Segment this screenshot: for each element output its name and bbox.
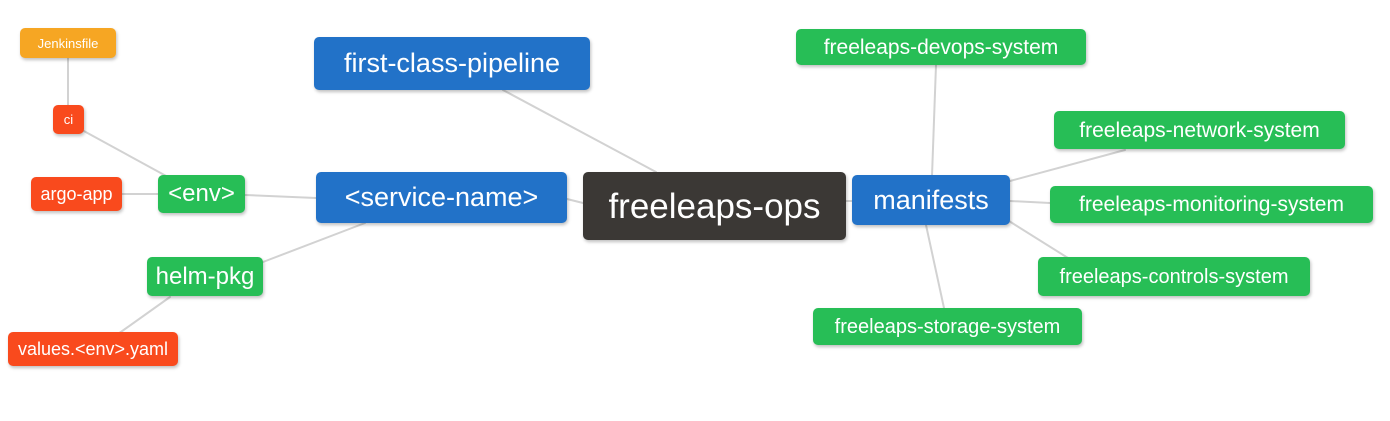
node-label: freeleaps-devops-system xyxy=(823,35,1059,59)
node-monitoring-system[interactable]: freeleaps-monitoring-system xyxy=(1050,186,1373,223)
node-label: freeleaps-ops xyxy=(608,186,821,226)
node-manifests[interactable]: manifests xyxy=(852,175,1010,225)
node-label: freeleaps-storage-system xyxy=(834,315,1061,338)
node-label: values.<env>.yaml xyxy=(17,339,169,359)
edge-helm-pkg-service-name xyxy=(262,222,366,263)
edge-manifests-network-system xyxy=(1009,149,1126,182)
edge-manifests-controls-system xyxy=(1008,220,1069,259)
node-helm-pkg[interactable]: helm-pkg xyxy=(147,257,263,296)
edge-manifests-devops-system xyxy=(931,64,937,177)
node-label: freeleaps-monitoring-system xyxy=(1079,193,1344,216)
node-label: <env> xyxy=(168,180,235,207)
node-label: manifests xyxy=(873,184,989,215)
node-storage-system[interactable]: freeleaps-storage-system xyxy=(813,308,1082,345)
node-argo-app[interactable]: argo-app xyxy=(31,177,122,211)
node-service-name[interactable]: <service-name> xyxy=(316,172,567,223)
node-label: ci xyxy=(63,112,74,127)
edge-env-service-name xyxy=(244,194,317,199)
node-values-env-yaml[interactable]: values.<env>.yaml xyxy=(8,332,178,366)
node-label: freeleaps-network-system xyxy=(1079,118,1320,142)
node-network-system[interactable]: freeleaps-network-system xyxy=(1054,111,1345,149)
node-freeleaps-ops[interactable]: freeleaps-ops xyxy=(583,172,846,240)
edge-service-name-freeleaps-ops xyxy=(566,198,584,204)
edge-manifests-storage-system xyxy=(925,224,945,309)
node-env[interactable]: <env> xyxy=(158,175,245,213)
node-label: first-class-pipeline xyxy=(343,48,561,78)
node-label: helm-pkg xyxy=(155,262,255,290)
node-controls-system[interactable]: freeleaps-controls-system xyxy=(1038,257,1310,296)
edge-first-class-pipeline-freeleaps-ops xyxy=(502,89,657,173)
edge-manifests-monitoring-system xyxy=(1009,200,1051,204)
node-label: argo-app xyxy=(40,184,113,204)
node-first-class-pipeline[interactable]: first-class-pipeline xyxy=(314,37,590,90)
node-label: Jenkinsfile xyxy=(37,35,99,51)
node-ci[interactable]: ci xyxy=(53,105,84,134)
node-jenkinsfile[interactable]: Jenkinsfile xyxy=(20,28,116,58)
node-devops-system[interactable]: freeleaps-devops-system xyxy=(796,29,1086,65)
node-label: <service-name> xyxy=(344,182,539,212)
edge-values-env-yaml-helm-pkg xyxy=(117,296,171,335)
edge-ci-env xyxy=(81,129,169,178)
node-label: freeleaps-controls-system xyxy=(1059,265,1289,288)
